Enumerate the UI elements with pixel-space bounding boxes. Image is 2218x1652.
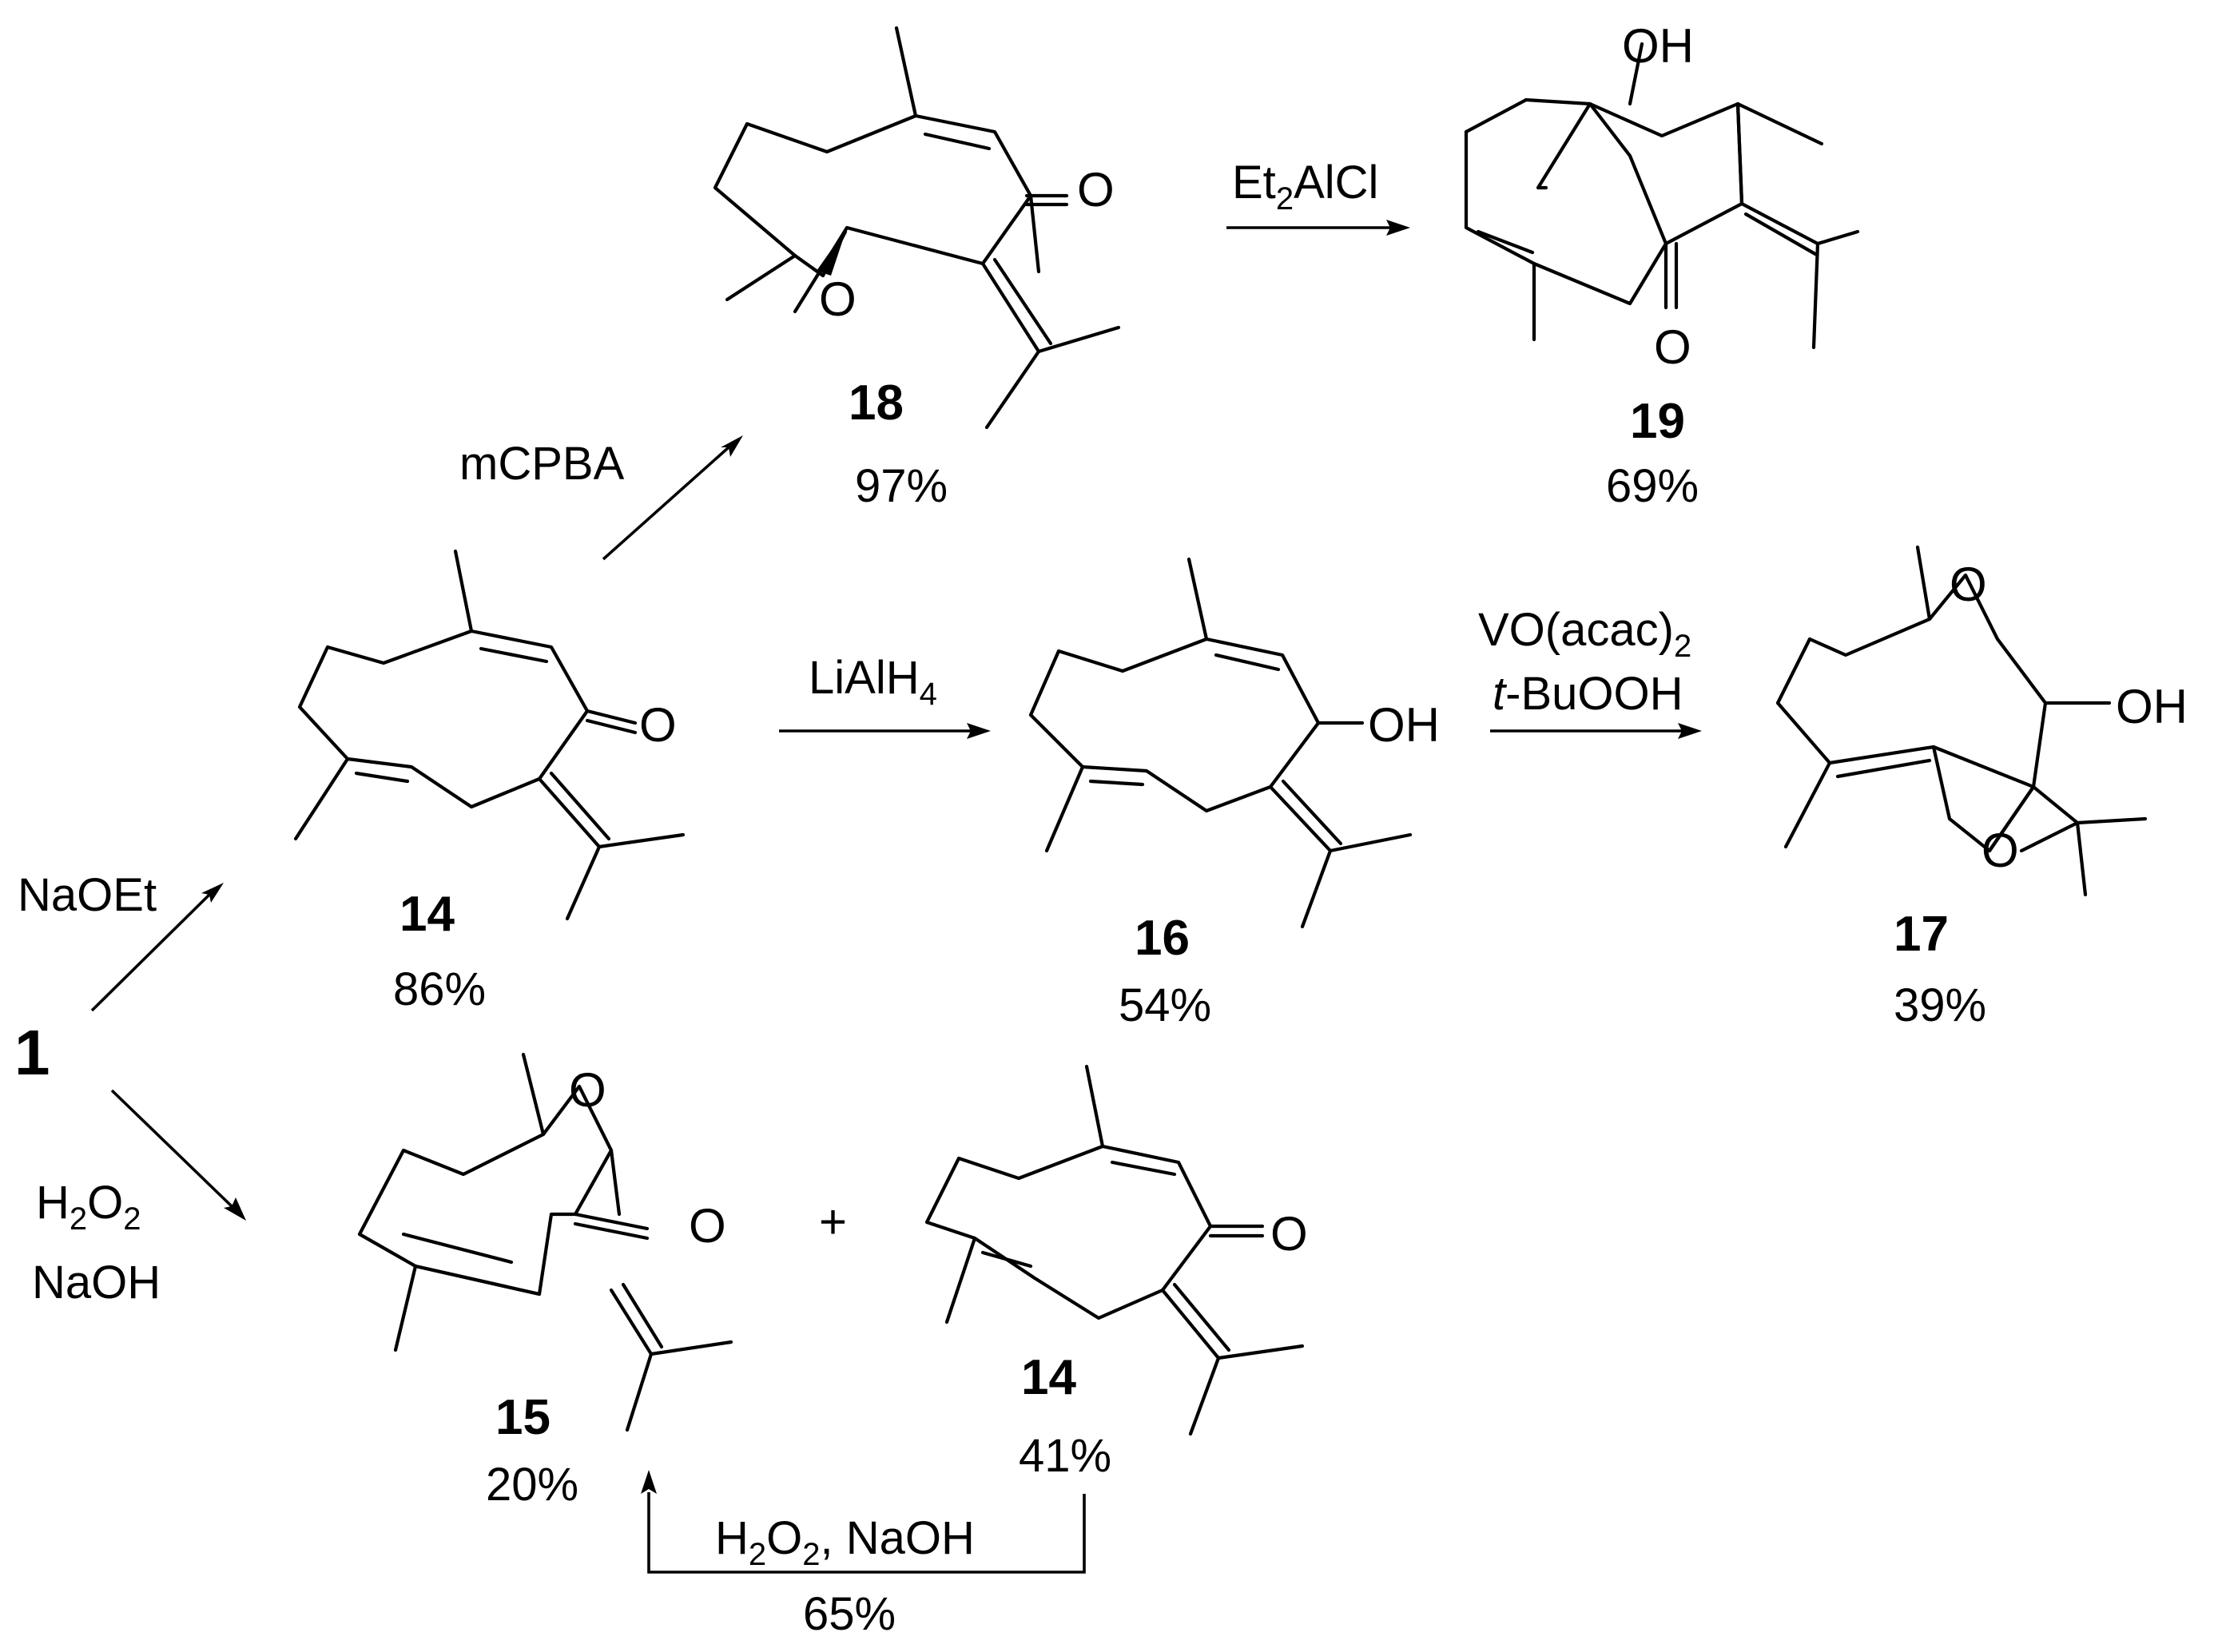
reagent-naoh: NaOH: [32, 1257, 161, 1308]
atom-o-ketone-14b: O: [1270, 1207, 1308, 1261]
compound-14b-number: 14: [1021, 1350, 1076, 1405]
atom-o-ketone-19: O: [1654, 320, 1691, 374]
reagent-voacac: VO(acac)2: [1478, 604, 1691, 664]
compound-14b-yield: 41%: [1019, 1430, 1111, 1482]
compound-15-yield: 20%: [486, 1459, 578, 1511]
compound-17-number: 17: [1894, 907, 1949, 962]
compound-19-yield: 69%: [1606, 460, 1699, 512]
compound-17-structure: [1775, 545, 2148, 897]
atom-o-epoxide-18: O: [819, 272, 857, 326]
compound-15-structure: [357, 1052, 733, 1432]
compound-16-structure: [1028, 557, 1413, 929]
arrow-et2alcl: [1226, 220, 1410, 236]
arrow-recycle: [641, 1470, 1086, 1574]
atom-o-ketone-14: O: [639, 698, 677, 752]
atom-o-ketone-18: O: [1077, 163, 1115, 216]
compound-18-yield: 97%: [855, 460, 948, 512]
compound-18-number: 18: [849, 375, 904, 431]
plus-sign: +: [819, 1195, 847, 1249]
compound-15-number: 15: [495, 1390, 551, 1445]
compound-17-yield: 39%: [1894, 979, 1986, 1031]
reagent-lialh4: LiAlH4: [809, 652, 937, 712]
atom-oh-17: OH: [2116, 680, 2188, 733]
compound-19-structure: [1464, 42, 1860, 350]
recycle-yield: 65%: [803, 1588, 896, 1640]
compound-14-number: 14: [399, 887, 455, 942]
arrow-naoet: [90, 883, 224, 1012]
arrow-h2o2-naoh: [110, 1089, 246, 1221]
atom-oh-16: OH: [1368, 698, 1440, 752]
compound-19-number: 19: [1630, 394, 1685, 449]
compound-18-structure: [713, 26, 1121, 430]
atom-o-ketone-15: O: [689, 1199, 726, 1253]
compound-16-number: 16: [1135, 911, 1190, 966]
reagent-h2o2-naoh-recycle: H2O2, NaOH: [715, 1512, 975, 1572]
compound-14-structure: [293, 549, 686, 921]
reagent-tbuooh: t-BuOOH: [1493, 668, 1683, 720]
atom-oh-19: OH: [1622, 19, 1694, 73]
reagent-et2alcl: Et2AlCl: [1232, 157, 1378, 216]
atom-o-epoxide-17a: O: [1950, 558, 1987, 611]
arrow-mcpba: [602, 435, 743, 561]
atom-o-epoxide-17b: O: [1981, 824, 2019, 877]
compound-16-yield: 54%: [1119, 979, 1211, 1031]
compound-14b-structure: [924, 1064, 1305, 1436]
arrow-voacac: [1490, 723, 1702, 739]
reagent-mcpba: mCPBA: [459, 438, 625, 490]
compound-14-yield: 86%: [393, 963, 486, 1015]
reagent-h2o2: H2O2: [36, 1177, 141, 1237]
compound-1-label: 1: [14, 1017, 50, 1088]
arrow-lialh4: [779, 723, 991, 739]
reagent-naoet: NaOEt: [18, 869, 157, 921]
atom-o-epoxide-15: O: [569, 1063, 606, 1117]
